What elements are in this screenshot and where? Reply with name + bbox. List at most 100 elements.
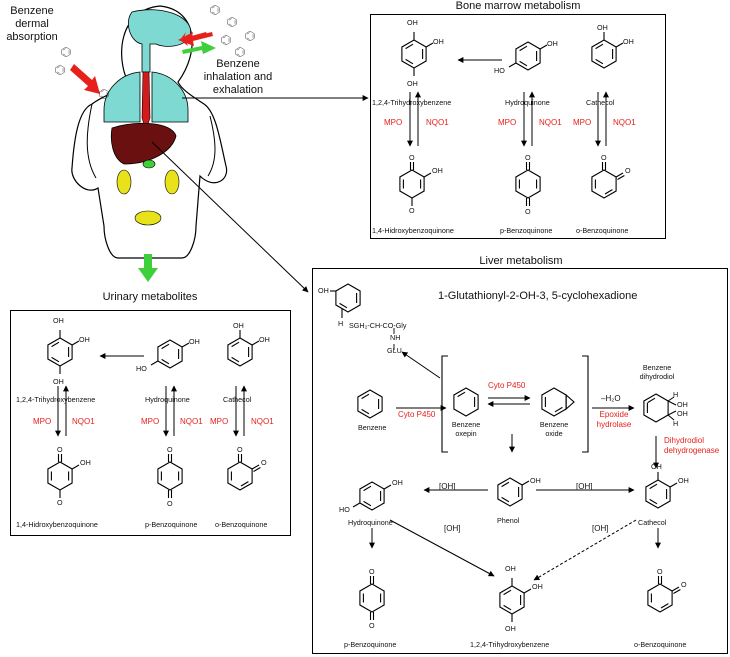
ur-oh-6: OH (259, 335, 270, 344)
bm-oh-4: OH (547, 39, 558, 48)
liver-title: Liver metabolism (479, 255, 563, 267)
glut-oh: OH (318, 286, 329, 295)
phenol-label: Phenol (497, 516, 520, 525)
ur-mpo-2: MPO (141, 417, 160, 426)
ur-nqo-2: NQO1 (180, 417, 203, 426)
liver (110, 123, 177, 165)
dehydrogenase-line-2: dehydrogenase (664, 446, 720, 455)
ur-compound-2: Hydroquinone (145, 395, 190, 404)
ur-compound-1: 1,2,4-Trihydroxybenzene (16, 395, 96, 404)
right-lung (151, 71, 189, 123)
bm-nqo-2: NQO1 (539, 118, 562, 127)
bm-o-3: O (525, 153, 531, 162)
gallbladder (142, 159, 156, 169)
dehydrogenase-label: Dihydrodiol dehydrogenase (664, 436, 719, 456)
glutathionyl-name: 1-Glutathionyl-2-OH-3, 5-cyclohexadione (438, 290, 638, 302)
epoxide-line-2: hydrolase (596, 420, 632, 429)
dihydrodiol-oh-1: OH (677, 400, 688, 409)
glut-chain: SGH₂-CH-CO-Gly (349, 321, 407, 330)
bm-quinone-1: 1,4-Hidroxybenzoquinone (372, 226, 454, 235)
airway (128, 9, 192, 73)
bone-marrow-title: Bone marrow metabolism (455, 0, 581, 12)
thb-oh-1: OH (505, 564, 516, 573)
bm-nqo-3: NQO1 (613, 118, 636, 127)
inhalation-line-1: Benzene (216, 58, 260, 70)
glut-h: H (338, 319, 344, 328)
aorta (141, 71, 151, 131)
hq-oh: OH (392, 478, 403, 487)
bm-oh-5: OH (597, 23, 608, 32)
o-bq-label: o-Benzoquinone (634, 640, 687, 649)
cyp-label-2: Cyto P450 (488, 381, 526, 390)
dihydrodiol-h-1: H (673, 390, 679, 399)
oxepin-line-1: Benzene (451, 420, 481, 429)
minus-water-label: –H₂O (601, 394, 621, 403)
p-bq-label: p-Benzoquinone (344, 640, 397, 649)
ur-ho-1: HO (136, 364, 147, 373)
dermal-line-3: absorption (6, 31, 58, 43)
liver-box (312, 268, 728, 654)
ur-oh-2: OH (79, 335, 90, 344)
ur-o-1: O (57, 445, 63, 454)
benzene-label: Benzene (358, 423, 387, 432)
bm-nqo-1: NQO1 (426, 118, 449, 127)
bladder (134, 210, 162, 226)
ur-nqo-3: NQO1 (251, 417, 274, 426)
bm-oh-6: OH (623, 37, 634, 46)
urinary-title: Urinary metabolites (102, 291, 198, 303)
dehydrogenase-line-1: Dihydrodiol (664, 436, 705, 445)
inhalation-label: Benzene inhalation and exhalation (196, 58, 280, 97)
cyp-label-1: Cyto P450 (398, 410, 436, 419)
bm-o-6: O (625, 166, 631, 175)
liver-structures (330, 283, 681, 622)
inhalation-line-3: exhalation (212, 84, 264, 96)
ur-oh-7: OH (80, 458, 91, 467)
bm-o-4: O (525, 207, 531, 216)
right-kidney (164, 169, 180, 195)
oh-ox-2: [OH] (576, 482, 593, 491)
phenol-oh: OH (530, 476, 541, 485)
ur-oh-5: OH (233, 321, 244, 330)
pbq-o-1: O (369, 567, 375, 576)
oh-ox-3: [OH] (444, 524, 461, 533)
bm-o-2: O (409, 206, 415, 215)
bone-marrow-structures (399, 32, 625, 207)
epoxide-label: Epoxide hydrolase (592, 410, 636, 430)
oh-ox-4: [OH] (592, 524, 609, 533)
oh-ox-1: [OH] (439, 482, 456, 491)
oxepin-label: Benzene oxepin (446, 420, 486, 438)
ur-oh-4: OH (189, 337, 200, 346)
obq-o-1: O (657, 567, 663, 576)
thb-oh-2: OH (532, 582, 543, 591)
ur-oh-3: OH (53, 377, 64, 386)
ur-oh-1: OH (53, 316, 64, 325)
cat-oh-2: OH (678, 476, 689, 485)
bm-quinone-2: p-Benzoquinone (500, 226, 553, 235)
left-kidney (116, 169, 132, 195)
ur-mpo-3: MPO (210, 417, 229, 426)
ur-nqo-1: NQO1 (72, 417, 95, 426)
ur-quinone-2: p-Benzoquinone (145, 520, 198, 529)
cat-oh-1: OH (651, 462, 662, 471)
bm-mpo-2: MPO (498, 118, 517, 127)
bm-oh-7: OH (432, 166, 443, 175)
dihydrodiol-line-2: dihydrodiol (639, 372, 675, 381)
hydroquinone-label: Hydroquinone (348, 518, 393, 527)
dermal-line-2: dermal (15, 18, 49, 30)
ur-mpo-1: MPO (33, 417, 52, 426)
bm-compound-1: 1,2,4-Trihydroxybenzene (372, 98, 452, 107)
dihydrodiol-line-1: Benzene (642, 363, 672, 372)
dermal-label: Benzene dermal absorption (4, 5, 60, 44)
dermal-line-1: Benzene (10, 5, 54, 17)
ur-o-6: O (261, 458, 267, 467)
cathecol-label: Cathecol (638, 518, 667, 527)
hq-ho: HO (339, 505, 350, 514)
urine-arrow (138, 254, 158, 282)
bm-compound-2: Hydroquinone (505, 98, 550, 107)
oxepin-line-2: oxepin (455, 429, 477, 438)
dihydrodiol-h-2: H (673, 419, 679, 428)
ur-compound-3: Cathecol (223, 395, 252, 404)
obq-o-2: O (681, 580, 687, 589)
left-lung (103, 71, 141, 123)
